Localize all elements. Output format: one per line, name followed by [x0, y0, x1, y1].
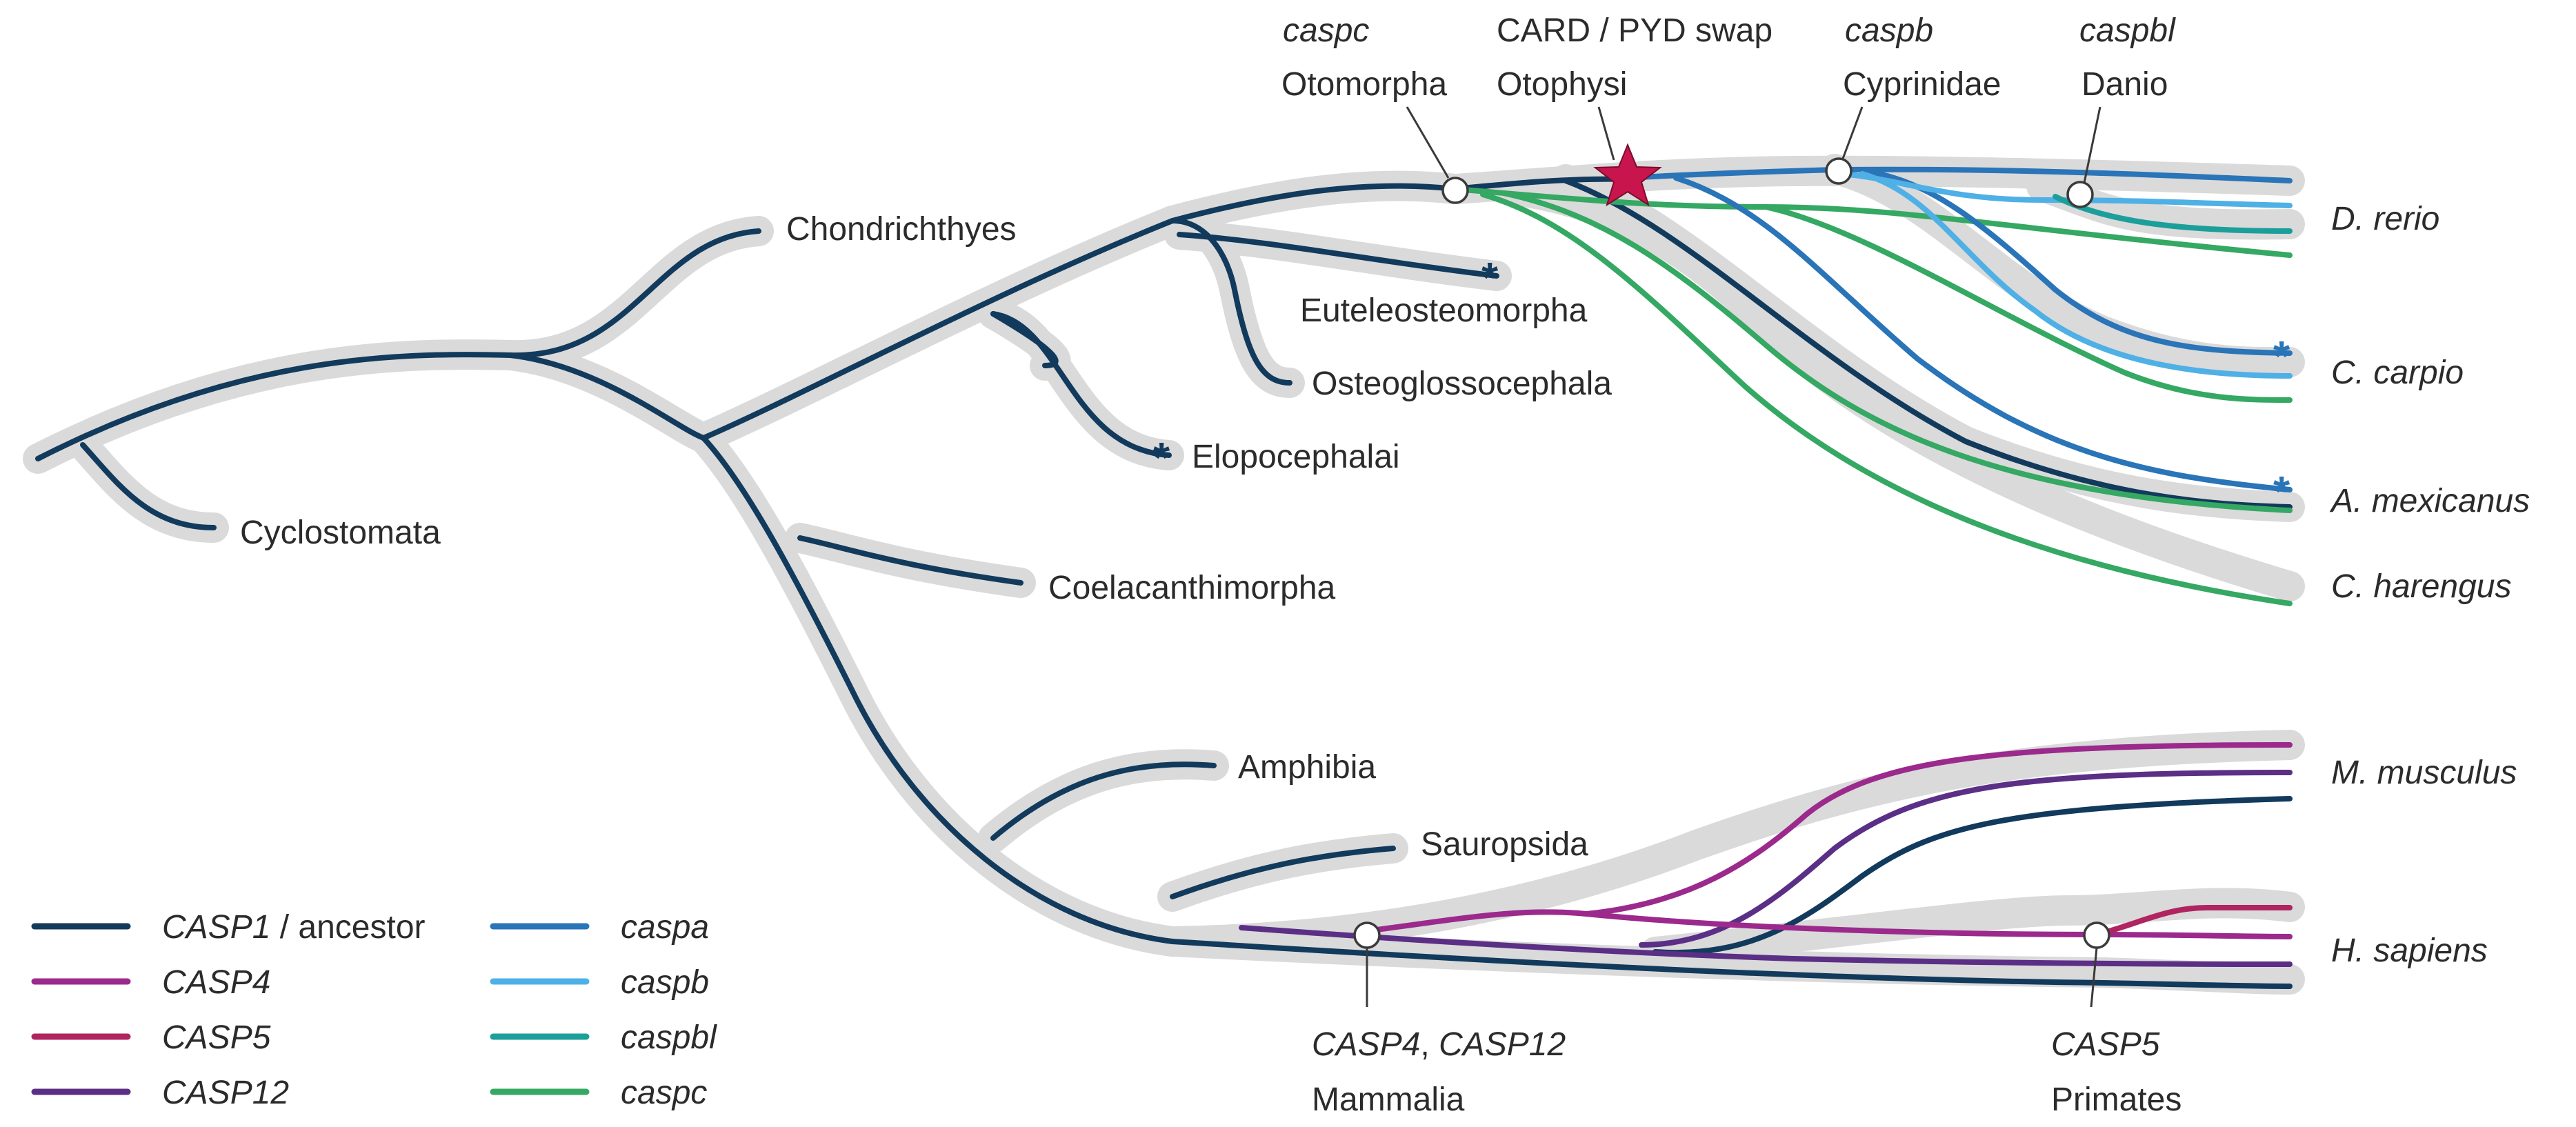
label-h-sapiens: H. sapiens: [2331, 932, 2488, 969]
event-otomorpha-clade: Otomorpha: [1281, 66, 1447, 103]
branch-cyclostomata: [80, 442, 217, 530]
asterisk-euteleosteomorpha: *: [1481, 255, 1499, 302]
event-otomorpha-gene: caspc: [1283, 12, 1369, 49]
label-c-harengus: C. harengus: [2331, 568, 2512, 605]
node-danio: [2066, 181, 2094, 208]
label-cyclostomata: Cyclostomata: [240, 515, 441, 551]
leader-primates: [2090, 947, 2098, 1008]
branch-otomorpha-ancestor: [1452, 176, 1630, 192]
branch-caspa-stem: [1625, 166, 2293, 183]
label-amphibia: Amphibia: [1238, 749, 1376, 786]
branch-coelacanth: [797, 535, 1024, 586]
legend-label-casp5: CASP5: [162, 1019, 271, 1056]
event-mammalia-gene-a: CASP4: [1312, 1026, 1420, 1063]
event-mammalia-clade: Mammalia: [1312, 1081, 1465, 1118]
event-primates-gene: CASP5: [2051, 1026, 2160, 1063]
branch-caspb-ccarpio: [1859, 171, 2293, 379]
species-labels: D. rerio C. carpio A. mexicanus C. haren…: [2329, 201, 2530, 969]
branch-tetrapoda: [701, 435, 1175, 944]
event-mammalia-gene: CASP4, CASP12: [1312, 1026, 1566, 1063]
branch-caspc-ccarpio: [1763, 204, 2293, 403]
event-annotations: caspc Otomorpha CARD / PYD swap Otophysi…: [1281, 12, 2181, 1118]
tree-branches: [35, 166, 2293, 989]
node-primates: [2083, 921, 2110, 949]
branch-elopocephalai-tip: [990, 311, 1172, 458]
event-mammalia-gene-b: CASP12: [1439, 1026, 1566, 1063]
star-icon: [1593, 143, 1662, 207]
branch-casp4-stem: [1363, 909, 2293, 939]
label-m-musculus: M. musculus: [2331, 755, 2517, 791]
asterisk-a-mexicanus: *: [2273, 468, 2290, 516]
leader-cyprinidae: [1841, 106, 1864, 159]
legend-label-caspbl: caspbl: [621, 1019, 717, 1056]
branch-actinopterygii: [701, 183, 1458, 441]
legend-label-caspb: caspb: [621, 964, 709, 1001]
legend-label-casp4: CASP4: [162, 964, 270, 1001]
leader-otophysi: [1597, 106, 1615, 161]
label-euteleosteomorpha: Euteleosteomorpha: [1300, 292, 1588, 329]
label-chondrichthyes: Chondrichthyes: [786, 211, 1017, 248]
event-mammalia-gene-sep: ,: [1420, 1026, 1439, 1063]
label-a-mexicanus: A. mexicanus: [2329, 483, 2530, 519]
branch-caspa-amexicanus: [1673, 175, 2293, 492]
branch-osteoglossocephala: [1170, 218, 1292, 386]
branch-root: [35, 352, 513, 461]
legend-label-caspa: caspa: [621, 909, 709, 946]
event-danio-gene: caspbl: [2079, 12, 2176, 49]
event-danio-clade: Danio: [2081, 66, 2168, 103]
legend-label-caspc: caspc: [621, 1075, 707, 1111]
asterisk-elopocephalai: *: [1153, 435, 1170, 482]
event-cyprinidae-clade: Cyprinidae: [1843, 66, 2001, 103]
branch-casp5-human: [2094, 904, 2293, 937]
node-otomorpha: [1441, 177, 1469, 204]
label-osteoglossocephala: Osteoglossocephala: [1312, 366, 1612, 402]
branch-osteichthyes: [508, 352, 706, 441]
label-sauropsida: Sauropsida: [1421, 826, 1588, 863]
branch-casp4-mouse: [1584, 742, 2293, 917]
node-mammalia: [1353, 921, 1381, 949]
branch-caspc-charengus: [1480, 192, 2293, 606]
legend-label-casp1: CASP1 / ancestor: [162, 909, 426, 946]
clade-labels: Cyclostomata Chondrichthyes Coelacanthim…: [240, 211, 1612, 863]
event-otophysi-gene: CARD / PYD swap: [1497, 12, 1773, 49]
asterisks: * * * *: [1153, 255, 2290, 516]
branch-caspb-drerio: [1839, 171, 2293, 208]
asterisk-c-carpio: *: [2273, 333, 2290, 381]
event-otophysi-clade: Otophysi: [1497, 66, 1627, 103]
branch-caspc-amexicanus: [1501, 190, 2293, 513]
event-cyprinidae-gene: caspb: [1845, 12, 1933, 49]
branch-sauropsida: [1170, 846, 1396, 899]
branch-amphibia: [990, 761, 1217, 841]
legend-label-casp12: CASP12: [162, 1075, 289, 1111]
branch-casp1-mouse: [1653, 796, 2293, 956]
leader-danio: [2083, 106, 2101, 183]
branch-chondrichthyes: [508, 228, 761, 359]
branch-casp1-human: [1170, 939, 2293, 989]
label-coelacanthimorpha: Coelacanthimorpha: [1048, 570, 1336, 606]
branch-casp12-stem: [1239, 925, 2293, 967]
branch-euteleosteomorpha: [1177, 232, 1499, 279]
leader-otomorpha: [1406, 106, 1450, 179]
label-d-rerio: D. rerio: [2331, 201, 2439, 237]
event-primates-clade: Primates: [2051, 1081, 2181, 1118]
label-c-carpio: C. carpio: [2331, 355, 2464, 391]
node-cyprinidae: [1825, 157, 1853, 185]
label-elopocephalai: Elopocephalai: [1192, 439, 1400, 475]
branch-caspc-drerio: [1452, 186, 2293, 258]
